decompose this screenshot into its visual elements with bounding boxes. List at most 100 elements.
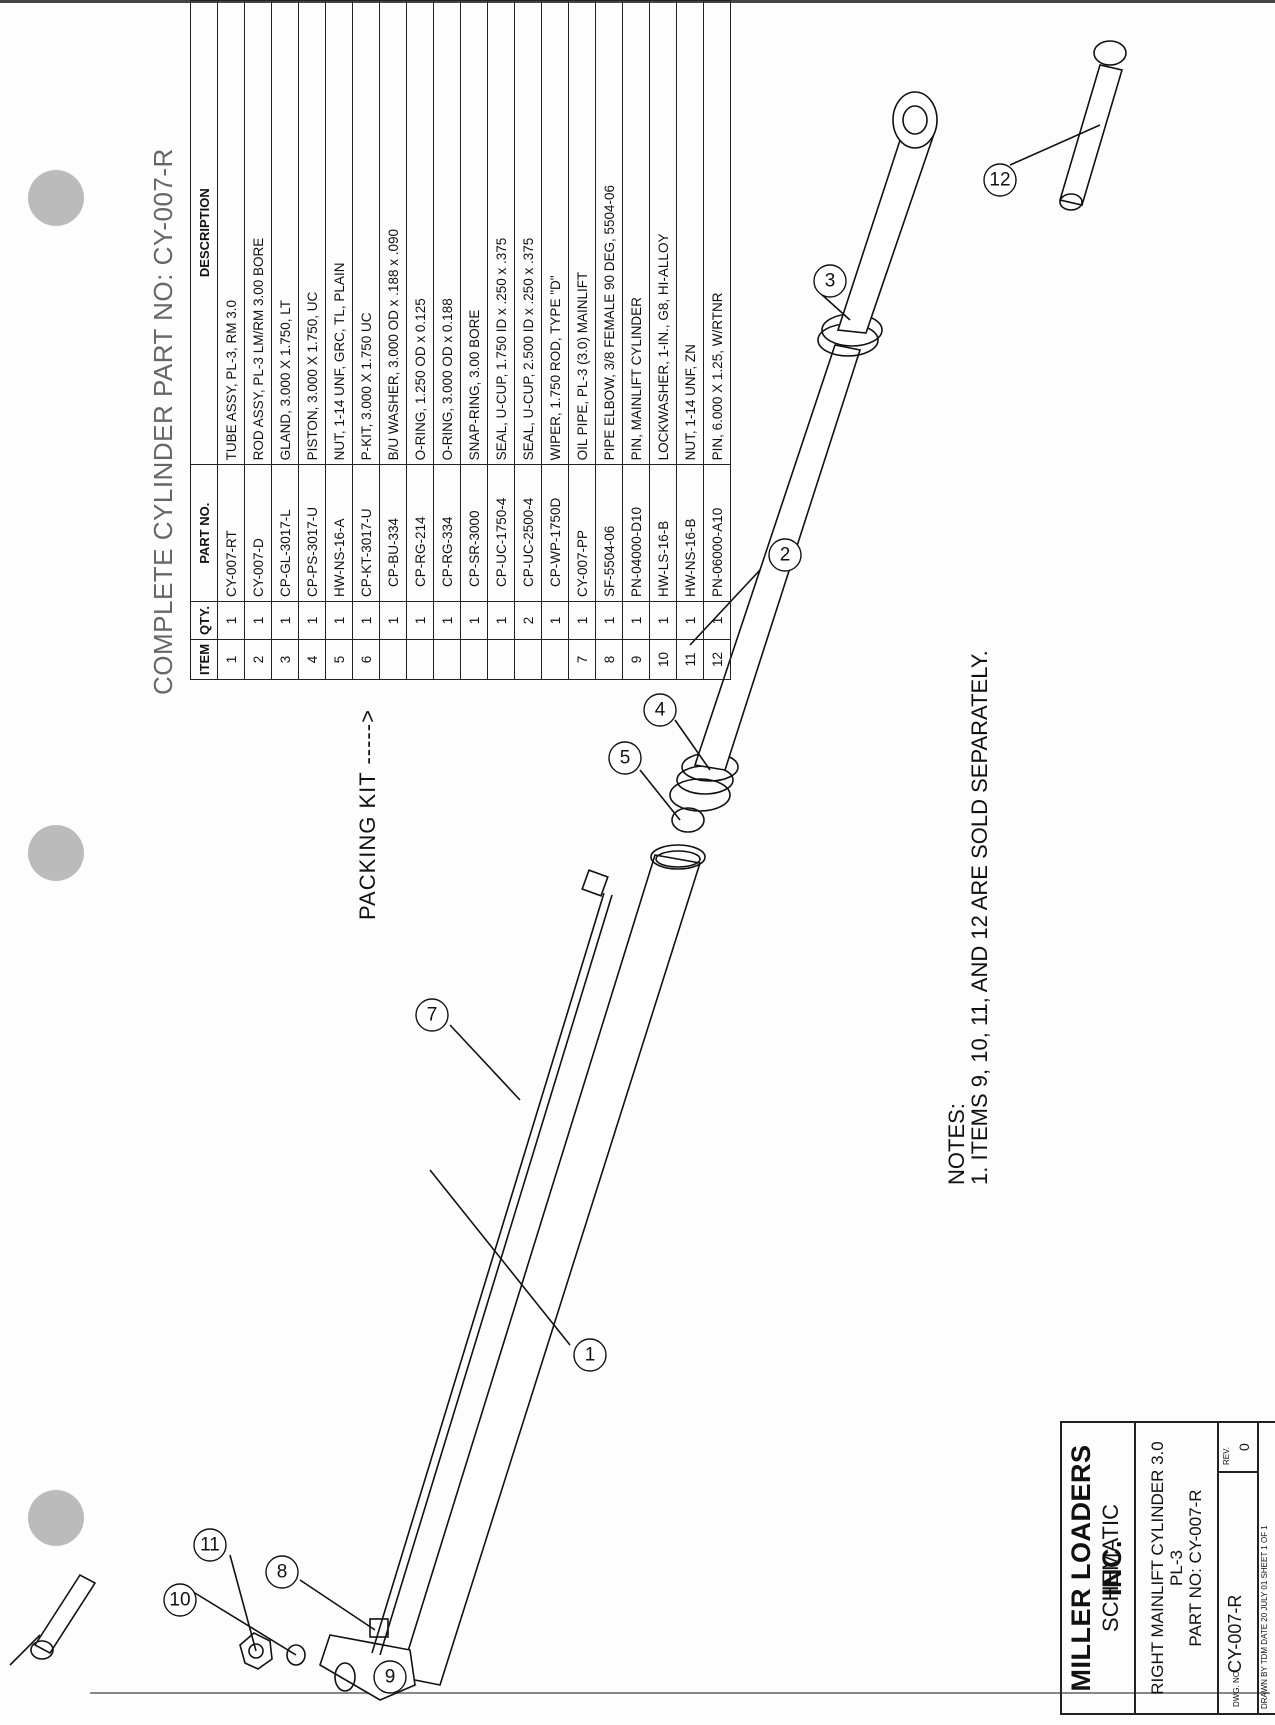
drawing-type: SCHEMATIC — [1098, 1504, 1123, 1632]
cell-item: 5 — [325, 639, 353, 680]
notes-heading: NOTES: — [944, 1103, 969, 1185]
balloon-2: 2 — [780, 545, 791, 566]
binder-hole-top — [28, 170, 84, 226]
cell-description: PIN, 6.000 X 1.25, W/RTNR — [703, 0, 731, 465]
balloon-7: 7 — [427, 1005, 438, 1026]
cell-description: WIPER, 1.750 ROD, TYPE "D" — [541, 0, 569, 465]
dwg-no-label: DWG. NO. — [1232, 1668, 1241, 1707]
balloon-1: 1 — [585, 1345, 596, 1366]
cell-part-no: PN-06000-A10 — [703, 464, 731, 602]
cell-item: 10 — [649, 639, 677, 680]
cell-item: 4 — [298, 639, 326, 680]
balloon-4: 4 — [655, 700, 666, 721]
cell-part-no: CP-PS-3017-U — [298, 464, 326, 602]
cell-description: SEAL, U-CUP, 1.750 ID x .250 x .375 — [487, 0, 515, 465]
top-edge-line — [0, 0, 1275, 3]
desc-line-1: RIGHT MAINLIFT CYLINDER 3.0 — [1148, 1441, 1167, 1695]
cell-description: O-RING, 3.000 OD x 0.188 — [433, 0, 461, 465]
cell-item — [541, 639, 569, 680]
cell-part-no: HW-LS-16-B — [649, 464, 677, 602]
bottom-edge-line — [90, 1692, 1270, 1694]
balloon-11: 11 — [200, 1535, 220, 1556]
cell-part-no: HW-NS-16-B — [676, 464, 704, 602]
cell-part-no: CY-007-D — [244, 464, 272, 602]
rev-number: 0 — [1236, 1443, 1252, 1451]
balloon-8: 8 — [277, 1562, 288, 1583]
cell-description: OIL PIPE, PL-3 (3.0) MAINLIFT — [568, 0, 596, 465]
title-block: MILLER LOADERS INC. SCHEMATIC RIGHT MAIN… — [1060, 1421, 1275, 1715]
rev-separator — [1217, 1471, 1257, 1473]
balloon-9: 9 — [385, 1667, 396, 1688]
cell-description: PIN, MAINLIFT CYLINDER — [622, 0, 650, 465]
notes: NOTES: 1. ITEMS 9, 10, 11, AND 12 ARE SO… — [944, 650, 992, 1185]
cell-description: ROD ASSY, PL-3 LM/RM 3.00 BORE — [244, 0, 272, 465]
cell-item: 11 — [676, 639, 704, 680]
cell-item — [406, 639, 434, 680]
binder-hole-bottom — [28, 1490, 84, 1546]
cell-description: PIPE ELBOW, 3/8 FEMALE 90 DEG, 5504-06 — [595, 0, 623, 465]
cell-item: 9 — [622, 639, 650, 680]
cell-part-no: CP-RG-214 — [406, 464, 434, 602]
cell-part-no: CP-UC-1750-4 — [487, 464, 515, 602]
cell-item — [460, 639, 488, 680]
cell-qty: 1 — [676, 601, 704, 640]
cell-part-no: CP-GL-3017-L — [271, 464, 299, 602]
cell-item — [433, 639, 461, 680]
title-block-divider-3 — [1257, 1423, 1259, 1713]
table-header-row: ITEM QTY. PART NO. DESCRIPTION — [190, 0, 218, 680]
cell-qty: 1 — [703, 601, 731, 640]
cell-part-no: CP-SR-3000 — [460, 464, 488, 602]
cell-description: NUT, 1-14 UNF, ZN — [676, 0, 704, 465]
cell-qty: 1 — [244, 601, 272, 640]
cell-qty: 1 — [406, 601, 434, 640]
header-part-no: PART NO. — [190, 464, 218, 602]
cell-item: 2 — [244, 639, 272, 680]
cell-item: 7 — [568, 639, 596, 680]
cell-part-no: CP-WP-1750D — [541, 464, 569, 602]
cell-item: 1 — [217, 639, 245, 680]
header-item: ITEM — [190, 639, 218, 680]
cell-qty: 1 — [541, 601, 569, 640]
cell-part-no: CP-BU-334 — [379, 464, 407, 602]
cell-qty: 1 — [622, 601, 650, 640]
cell-description: PISTON, 3.000 X 1.750, UC — [298, 0, 326, 465]
cell-item: 3 — [271, 639, 299, 680]
cell-description: SNAP-RING, 3.00 BORE — [460, 0, 488, 465]
dwg-no: CY-007-R — [1225, 1594, 1245, 1673]
cell-description: GLAND, 3.000 X 1.750, LT — [271, 0, 299, 465]
cell-part-no: CP-RG-334 — [433, 464, 461, 602]
cell-description: NUT, 1-14 UNF, GRC, TL, PLAIN — [325, 0, 353, 465]
cell-item: 6 — [352, 639, 380, 680]
cell-qty: 1 — [568, 601, 596, 640]
title-block-divider-2 — [1217, 1423, 1219, 1713]
cell-item: 8 — [595, 639, 623, 680]
header-qty: QTY. — [190, 601, 218, 640]
cell-qty: 2 — [514, 601, 542, 640]
cell-description: O-RING, 1.250 OD x 0.125 — [406, 0, 434, 465]
cell-item — [487, 639, 515, 680]
balloon-3: 3 — [825, 271, 836, 292]
desc-line-2: PL-3 — [1167, 1550, 1186, 1586]
cell-part-no: SF-5504-06 — [595, 464, 623, 602]
cell-part-no: CP-UC-2500-4 — [514, 464, 542, 602]
rev-label: REV. — [1222, 1447, 1231, 1465]
table-title: COMPLETE CYLINDER PART NO: CY-007-R — [148, 148, 178, 695]
